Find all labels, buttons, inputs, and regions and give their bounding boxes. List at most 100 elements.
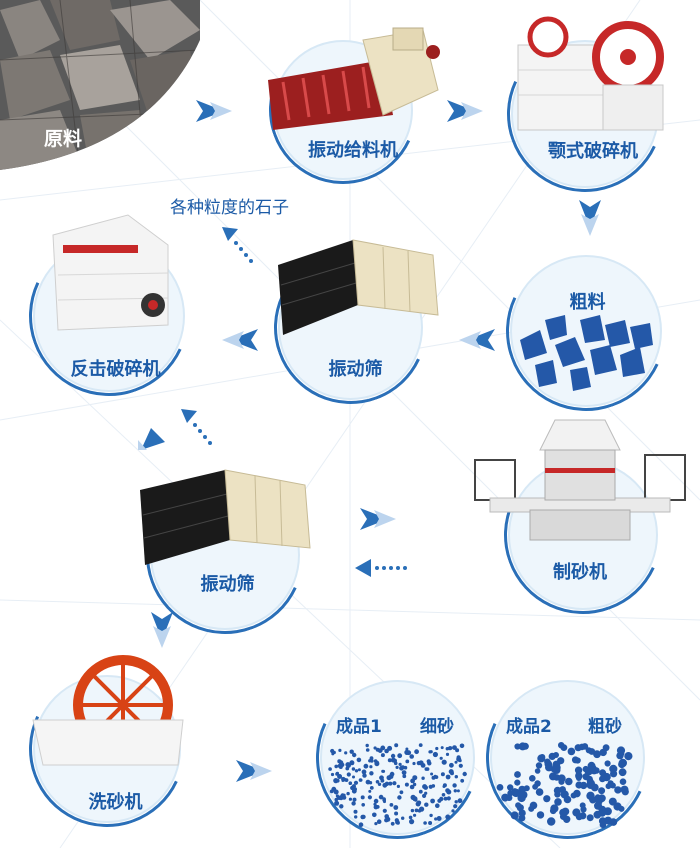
sand-dot <box>360 795 365 800</box>
sand-dot <box>372 812 377 818</box>
jaw-crusher-node: 颚式破碎机 <box>485 14 685 214</box>
sand-dot <box>435 746 439 751</box>
sand-dot <box>378 794 384 800</box>
sand-dot <box>398 762 402 766</box>
sand-dot <box>603 807 612 816</box>
sand-dot <box>392 781 397 786</box>
sand-dot <box>395 765 399 769</box>
sand-dot <box>416 800 422 806</box>
sand-dot <box>399 790 404 795</box>
sand-dot <box>394 743 399 748</box>
sand-dot <box>501 793 510 802</box>
sand-dot <box>348 797 352 801</box>
sand-dot <box>396 784 400 788</box>
sand-dot <box>414 808 419 813</box>
sand-dot <box>375 780 380 784</box>
sand-dot <box>599 769 607 777</box>
sand-dot <box>580 806 587 813</box>
sand-dot <box>387 745 393 751</box>
sand-dot <box>365 779 371 785</box>
sand-dot <box>334 800 340 806</box>
sand-dot <box>442 783 447 788</box>
arrow-right-icon <box>196 100 232 122</box>
sand-dot <box>457 798 463 804</box>
sand-dot <box>390 753 396 759</box>
sand-dot <box>418 760 424 766</box>
sand-dot <box>349 760 355 766</box>
sand-dot <box>330 748 335 754</box>
sand-dot <box>552 766 561 774</box>
sand-dot <box>376 819 382 824</box>
sand-dot <box>380 753 385 758</box>
sand-dot <box>344 751 348 755</box>
sand-dot <box>409 754 414 759</box>
sand-dot <box>579 781 588 790</box>
sand-dot <box>369 765 373 769</box>
sand-dot <box>408 815 413 820</box>
sand-dot <box>429 750 433 754</box>
sand-dot <box>439 756 443 760</box>
sand-dot <box>344 778 349 782</box>
sand-dot <box>445 774 451 780</box>
sand-dot <box>454 800 458 804</box>
sand-dot <box>352 775 355 779</box>
sand-dot <box>452 745 457 750</box>
arrow-right-icon <box>236 760 272 782</box>
coarse-material-label: 粗料 <box>569 292 606 313</box>
sand-dot <box>586 791 595 800</box>
sand-dot <box>434 817 438 821</box>
sand-dot <box>389 803 394 807</box>
sand-dot <box>552 760 561 769</box>
sand-dot <box>330 772 335 777</box>
coarse-material-node: 粗料 <box>483 228 689 434</box>
sand-dot <box>413 813 417 817</box>
sand-dot <box>346 791 350 796</box>
sand-dot <box>353 780 359 785</box>
sand-dot <box>383 800 386 804</box>
sand-dot <box>567 747 576 756</box>
sand-dot <box>599 748 607 757</box>
sand-dot <box>421 776 425 780</box>
fine-sand-dots <box>328 743 467 827</box>
sand-dot <box>447 746 453 751</box>
sand-dot <box>418 789 423 794</box>
vibrating-screen-1-node: 振动筛 <box>252 225 449 426</box>
sand-maker-node: 制砂机 <box>470 410 690 637</box>
sand-dot <box>458 763 463 768</box>
sand-dot <box>414 749 419 755</box>
coarse-pieces-icon <box>520 315 653 391</box>
sand-dot <box>586 814 594 822</box>
sand-dot <box>412 775 418 781</box>
sand-dot <box>386 775 392 781</box>
sand-dot <box>529 775 536 782</box>
sand-dot <box>445 814 451 820</box>
sand-dot <box>496 784 504 791</box>
sand-dot <box>599 775 606 783</box>
sand-dot <box>510 811 519 820</box>
sand-dot <box>331 752 335 756</box>
sand-dot <box>335 772 339 776</box>
sand-dot <box>609 764 618 773</box>
sand-dot <box>409 819 415 825</box>
product-2-label: 成品2 <box>506 717 552 737</box>
arrow-down-icon <box>579 200 601 236</box>
sand-dot <box>608 797 617 806</box>
sand-washer-node: 洗砂机 <box>7 649 207 849</box>
vibrating-screen-1-machine <box>278 239 439 335</box>
sand-dot <box>543 796 550 803</box>
sand-dot <box>424 767 429 771</box>
sand-dot <box>440 772 445 777</box>
sand-dot <box>553 786 562 795</box>
sand-dot <box>519 790 528 799</box>
vibrating-screen-2-label: 振动筛 <box>200 574 255 595</box>
sand-dot <box>401 770 407 775</box>
sand-dot <box>453 804 458 809</box>
sand-dot <box>412 796 418 802</box>
sand-dot <box>441 793 446 797</box>
sand-dot <box>409 784 415 790</box>
sand-dot <box>351 801 356 806</box>
sand-dot <box>507 790 514 797</box>
sand-dot <box>462 771 467 777</box>
sand-dot <box>558 742 565 749</box>
sand-dot <box>440 746 444 750</box>
